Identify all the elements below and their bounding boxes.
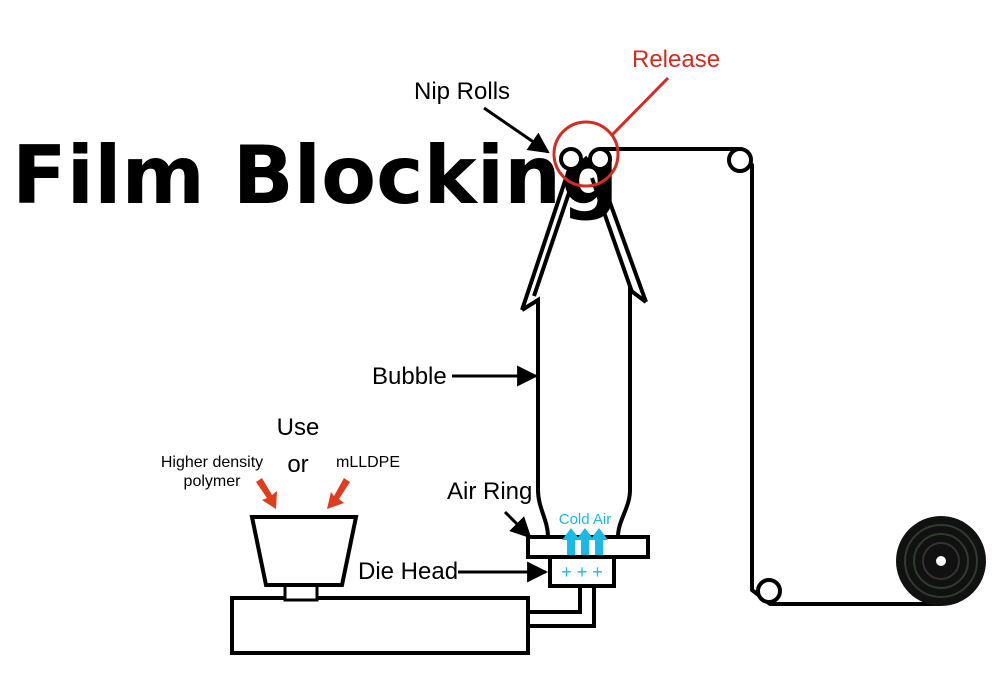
air-ring-arrow [503, 510, 532, 539]
mlldpe-label: mLLDPE [336, 454, 400, 471]
release-leader [610, 76, 670, 137]
guide-roll-bottom [756, 578, 782, 604]
nip-roll-right [588, 147, 612, 171]
higher-density-label: Higher density [161, 454, 263, 471]
feed-arrow-left [256, 478, 277, 509]
winder-roll [896, 516, 986, 606]
release-label: Release [632, 46, 720, 73]
bubble-label: Bubble [372, 363, 447, 390]
guide-roll-top [727, 147, 753, 173]
feed-arrow-right [327, 478, 350, 509]
nip-rolls-label: Nip Rolls [414, 78, 510, 105]
use-label: Use [277, 414, 320, 441]
die-head-label: Die Head [358, 558, 458, 585]
nip-rolls-arrow [483, 106, 550, 154]
bubble-outline [520, 286, 648, 538]
release-circle [552, 120, 620, 188]
air-ring-label: Air Ring [447, 478, 532, 505]
or-label: or [287, 451, 308, 478]
feed-pipe [528, 586, 596, 628]
hopper [249, 515, 359, 587]
polymer-label: polymer [184, 473, 242, 490]
film-path [600, 147, 940, 606]
diagram-title: Film Blocking [12, 129, 618, 222]
die-head [548, 555, 616, 588]
hopper-neck [283, 583, 319, 602]
cold-air-arrows [562, 528, 608, 555]
extruder-body [230, 596, 530, 655]
heater-symbol: + + + [561, 562, 603, 582]
collapsing-frame-right [590, 174, 648, 303]
cold-air-label: Cold Air [559, 511, 612, 528]
nip-roll-left [559, 147, 583, 171]
collapsing-frame-left [520, 177, 576, 311]
